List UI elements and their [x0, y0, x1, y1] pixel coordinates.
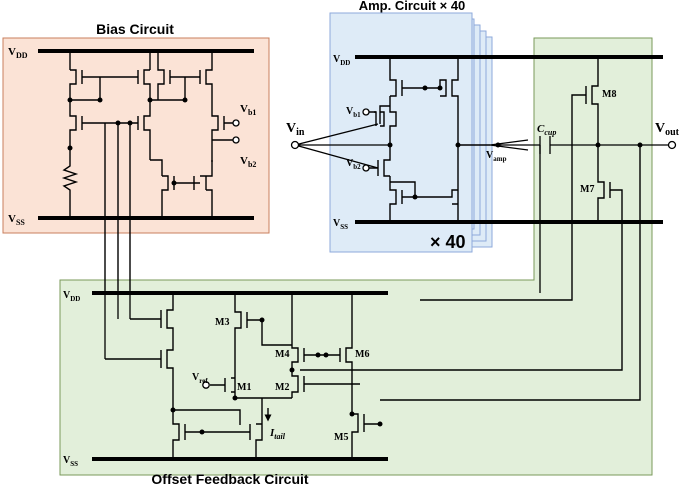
offset-feedback-title: Offset Feedback Circuit: [151, 471, 308, 487]
m4-label: M4: [275, 349, 289, 360]
m5-label: M5: [334, 432, 348, 443]
m8-label: M8: [602, 89, 616, 100]
offset-nodes: [170, 317, 383, 435]
bias-nodes: [67, 97, 188, 186]
bias-circuit-block: [2, 37, 270, 234]
io-labels: Vin Vout Ccup: [286, 121, 680, 138]
svg-text:VDD: VDD: [8, 46, 28, 60]
svg-text:Vb1: Vb1: [346, 106, 361, 119]
m3-label: M3: [215, 317, 229, 328]
svg-text:Ccup: Ccup: [537, 123, 556, 137]
svg-text:Vout: Vout: [655, 121, 680, 138]
svg-text:Vamp: Vamp: [486, 150, 507, 163]
output-nodes: [595, 142, 643, 148]
amp-nodes: [387, 85, 461, 200]
bias-circuit-title: Bias Circuit: [96, 21, 174, 37]
bias-circuit-schematic: [38, 49, 254, 290]
svg-text:VSS: VSS: [63, 455, 78, 468]
svg-text:VDD: VDD: [333, 54, 350, 67]
svg-text:VSS: VSS: [333, 218, 348, 231]
amp-circuit-stack: [329, 12, 493, 253]
transistor-labels: M1 M2 M3 M4 M5 M6 M7 M8: [215, 89, 616, 443]
amp-labels: VDD VSS Vb1 Vb2 Vamp × 40: [333, 54, 507, 252]
svg-text:Itail: Itail: [269, 427, 286, 441]
svg-text:Vb2: Vb2: [240, 155, 256, 169]
vref-port: [202, 381, 210, 389]
m7-label: M7: [580, 184, 594, 195]
svg-text:Vref: Vref: [192, 372, 208, 385]
amp-multiplier: × 40: [430, 232, 466, 252]
amp-circuit-title: Amp. Circuit × 40: [359, 0, 466, 13]
feedback-wires: [104, 145, 541, 359]
bias-ports: [232, 119, 240, 144]
io-ports: [290, 140, 677, 150]
m1-label: M1: [237, 382, 251, 393]
svg-text:Vb2: Vb2: [346, 158, 361, 171]
output-stage: [300, 57, 641, 401]
svg-text:VDD: VDD: [63, 290, 80, 303]
offset-feedback-block: [59, 37, 653, 476]
offset-labels: VDD VSS Vref Itail: [63, 290, 286, 468]
m2-label: M2: [275, 382, 289, 393]
m6-label: M6: [355, 349, 369, 360]
svg-text:Vin: Vin: [286, 121, 305, 138]
svg-text:VSS: VSS: [8, 213, 25, 227]
vamp-node: [495, 142, 501, 148]
bias-labels: VDD VSS Vb1 Vb2: [8, 46, 256, 227]
svg-text:Vb1: Vb1: [240, 103, 256, 117]
io-wires: [294, 123, 672, 169]
